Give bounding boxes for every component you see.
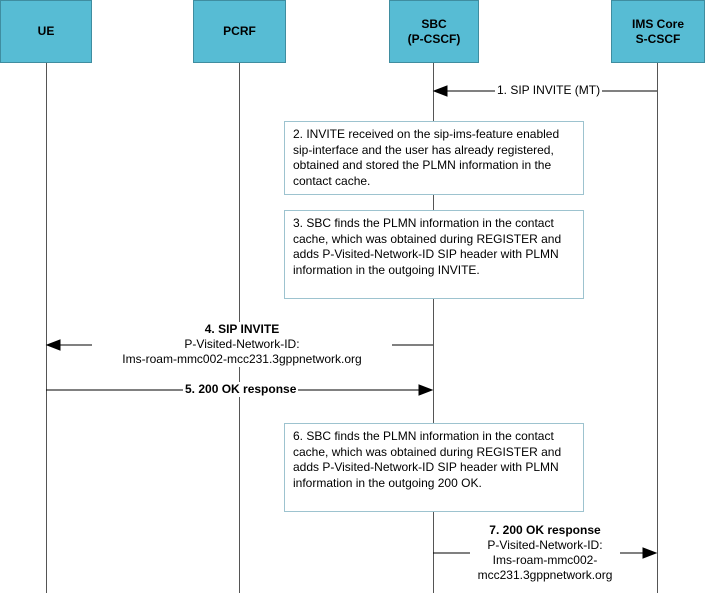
message-7-label: 7. 200 OK response P-Visited-Network-ID:… bbox=[470, 523, 620, 583]
message-4-title: 4. SIP INVITE bbox=[204, 322, 280, 336]
message-7-line3: Ims-roam-mmc002- bbox=[492, 553, 598, 567]
message-7-line2: P-Visited-Network-ID: bbox=[487, 538, 603, 552]
arrow-1-head bbox=[432, 85, 448, 97]
lifeline-sbc bbox=[433, 63, 434, 593]
message-4-line2: P-Visited-Network-ID: bbox=[184, 337, 300, 351]
note-2: 2. INVITE received on the sip-ims-featur… bbox=[284, 121, 584, 195]
actor-ims-line2: S-CSCF bbox=[635, 31, 681, 46]
actor-pcrf-label: PCRF bbox=[223, 24, 256, 38]
message-5-label: 5. 200 OK response bbox=[183, 382, 299, 397]
lifeline-ue bbox=[46, 63, 47, 593]
actor-ims-line1: IMS Core bbox=[631, 16, 684, 31]
actor-ims-core: IMS Core S-CSCF bbox=[611, 0, 705, 63]
arrow-5-head bbox=[418, 384, 434, 396]
actor-sbc: SBC (P-CSCF) bbox=[389, 0, 479, 63]
note-3: 3. SBC finds the PLMN information in the… bbox=[284, 210, 584, 299]
message-4-label: 4. SIP INVITE P-Visited-Network-ID: Ims-… bbox=[92, 322, 392, 367]
lifeline-ims bbox=[657, 63, 658, 593]
message-4-line3: Ims-roam-mmc002-mcc231.3gppnetwork.org bbox=[122, 352, 362, 366]
message-7-title: 7. 200 OK response bbox=[489, 523, 601, 537]
actor-ue-label: UE bbox=[37, 24, 55, 38]
actor-ue: UE bbox=[0, 0, 92, 63]
message-1-label: 1. SIP INVITE (MT) bbox=[495, 83, 603, 98]
message-7-line4: mcc231.3gppnetwork.org bbox=[477, 568, 613, 582]
arrow-7-head bbox=[642, 547, 658, 559]
arrow-4-head bbox=[45, 339, 61, 351]
actor-pcrf: PCRF bbox=[193, 0, 286, 63]
actor-sbc-line2: (P-CSCF) bbox=[407, 31, 461, 46]
note-6: 6. SBC finds the PLMN information in the… bbox=[284, 423, 584, 512]
actor-sbc-line1: SBC bbox=[421, 16, 447, 31]
